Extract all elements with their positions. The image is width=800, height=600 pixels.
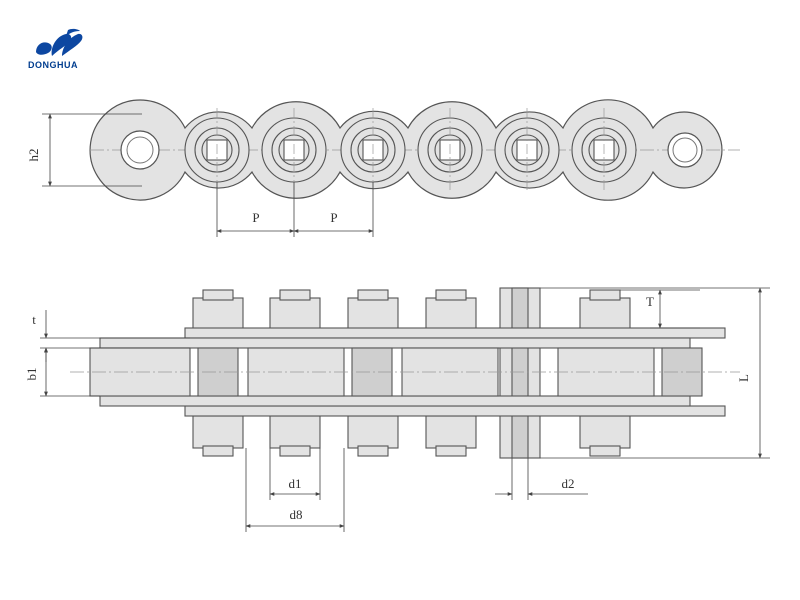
dimension-d2 xyxy=(495,458,588,500)
label-h2: h2 xyxy=(26,149,41,162)
dimension-d1 xyxy=(269,448,321,500)
dimension-b1 xyxy=(40,347,100,397)
brand-logo: DONGHUA xyxy=(28,28,83,70)
dimension-L xyxy=(540,287,770,459)
label-t: t xyxy=(32,312,36,327)
pin-heads-top xyxy=(192,289,631,331)
label-d2: d2 xyxy=(562,476,575,491)
dimension-T xyxy=(620,289,700,329)
dimension-d8 xyxy=(245,448,345,532)
chain-side-view xyxy=(70,287,740,459)
end-hole-right xyxy=(667,132,703,168)
brand-name: DONGHUA xyxy=(28,60,78,70)
dimension-pitch xyxy=(216,182,374,237)
end-hole-left xyxy=(120,130,160,170)
offset-link-pin xyxy=(499,287,541,459)
label-pitch-1: P xyxy=(252,210,259,225)
label-d1: d1 xyxy=(289,476,302,491)
label-T: T xyxy=(646,294,654,309)
label-b1: b1 xyxy=(24,368,39,381)
roller-2 xyxy=(261,117,327,183)
label-d8: d8 xyxy=(290,507,303,522)
pin-heads-bottom xyxy=(192,415,631,457)
label-L: L xyxy=(736,374,751,382)
chain-top-view: h2 P P xyxy=(26,99,740,237)
top-view-centerlines xyxy=(216,108,605,192)
donghua-logo-icon xyxy=(36,28,83,56)
label-pitch-2: P xyxy=(330,210,337,225)
dimension-h2 xyxy=(42,113,142,187)
inner-plates xyxy=(99,337,691,407)
